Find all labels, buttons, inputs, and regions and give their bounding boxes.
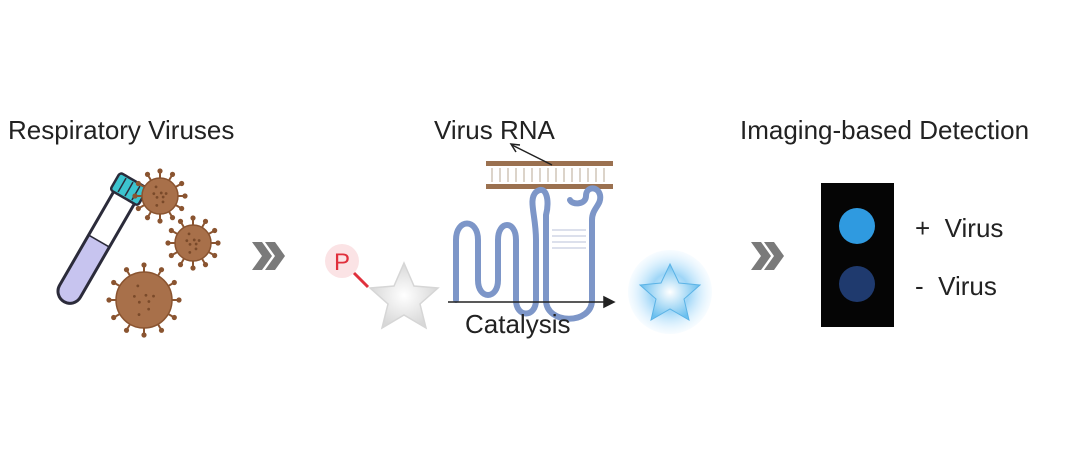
- negative-virus-label: - Virus: [915, 271, 997, 301]
- dna-duplex: [486, 161, 613, 189]
- catalysis-label: Catalysis: [465, 309, 571, 339]
- star-icon: [368, 261, 440, 330]
- virus-icon: [132, 168, 188, 224]
- glowing-star-icon: [638, 262, 702, 322]
- stem-pairs: [552, 229, 586, 249]
- left-panel-title: Respiratory Viruses: [8, 115, 235, 145]
- phosphate-circle: [325, 244, 359, 278]
- chevron-right-icon: [751, 242, 784, 270]
- imaging-panel: [821, 183, 894, 327]
- virus-group: [106, 168, 221, 338]
- phosphate-label: P: [334, 249, 350, 276]
- virus-icon: [106, 262, 182, 338]
- phosphate-link: [352, 271, 370, 289]
- catalysis-arrow: [448, 295, 616, 309]
- rna-pointer-arrow: [509, 143, 553, 166]
- right-panel-title: Imaging-based Detection: [740, 115, 1030, 145]
- positive-virus-label: + Virus: [915, 213, 1004, 243]
- virus-icon: [165, 215, 221, 271]
- rna-strand: [453, 185, 604, 322]
- positive-dot: [839, 208, 875, 244]
- negative-dot: [839, 266, 875, 302]
- middle-panel-title: Virus RNA: [434, 115, 555, 145]
- chevron-right-icon: [252, 242, 285, 270]
